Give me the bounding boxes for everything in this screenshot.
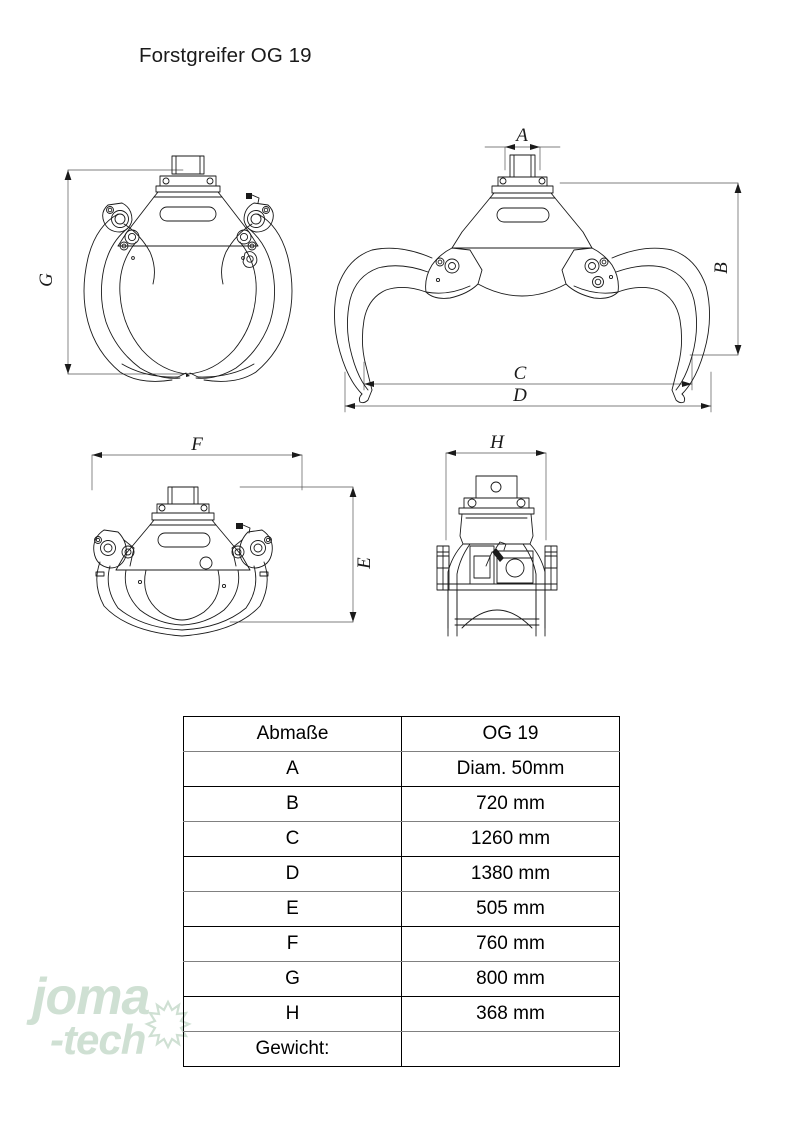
logo-text-joma: joma [26, 968, 149, 1026]
table-row: C 1260 mm [183, 821, 620, 857]
view-front-closed [64, 155, 293, 382]
header-cell-label: Abmaße [183, 716, 402, 752]
row-value-c: 1260 mm [401, 821, 620, 857]
row-label-a: A [183, 751, 402, 787]
dimension-label-e: E [354, 557, 375, 570]
row-label-gewicht: Gewicht: [183, 1031, 402, 1067]
logo-svg: joma -tech [26, 968, 192, 1063]
joma-tech-logo: joma -tech [22, 958, 222, 1063]
row-value-d: 1380 mm [401, 856, 620, 892]
row-label-e: E [183, 891, 402, 927]
row-label-b: B [183, 786, 402, 822]
row-value-f: 760 mm [401, 926, 620, 962]
view-front-partial [91, 452, 357, 637]
page-title: Forstgreifer OG 19 [139, 44, 312, 67]
row-value-a: Diam. 50mm [401, 751, 620, 787]
dimension-label-h: H [489, 432, 505, 453]
dimension-label-g: G [36, 273, 57, 287]
specifications-table: Abmaße OG 19 A Diam. 50mm B 720 mm C 126… [183, 716, 620, 1067]
row-value-e: 505 mm [401, 891, 620, 927]
table-row: B 720 mm [183, 786, 620, 822]
logo-gear-icon [144, 999, 192, 1050]
row-label-c: C [183, 821, 402, 857]
drawings-svg: G A B C D F E H [36, 125, 742, 637]
table-row: A Diam. 50mm [183, 751, 620, 787]
row-label-h: H [183, 996, 402, 1032]
table-header-row: Abmaße OG 19 [183, 716, 620, 752]
row-label-g: G [183, 961, 402, 997]
table-row: Gewicht: [183, 1031, 620, 1067]
table-body: Abmaße OG 19 A Diam. 50mm B 720 mm C 126… [183, 716, 620, 1067]
dimension-label-c: C [514, 363, 527, 384]
technical-drawings: G A B C D F E H [36, 125, 742, 637]
row-value-b: 720 mm [401, 786, 620, 822]
row-label-f: F [183, 926, 402, 962]
table-row: F 760 mm [183, 926, 620, 962]
view-side [436, 450, 558, 637]
table-row: E 505 mm [183, 891, 620, 927]
dimension-label-d: D [512, 385, 527, 406]
table-row: D 1380 mm [183, 856, 620, 892]
row-label-d: D [183, 856, 402, 892]
table-row: H 368 mm [183, 996, 620, 1032]
dimension-label-f: F [190, 434, 203, 455]
row-value-h: 368 mm [401, 996, 620, 1032]
row-value-gewicht [401, 1031, 620, 1067]
view-front-open [333, 144, 742, 413]
logo-text-tech: -tech [50, 1016, 145, 1063]
table-row: G 800 mm [183, 961, 620, 997]
dimension-label-a: A [514, 125, 528, 146]
header-cell-value: OG 19 [401, 716, 620, 752]
dimension-label-b: B [711, 262, 732, 274]
row-value-g: 800 mm [401, 961, 620, 997]
